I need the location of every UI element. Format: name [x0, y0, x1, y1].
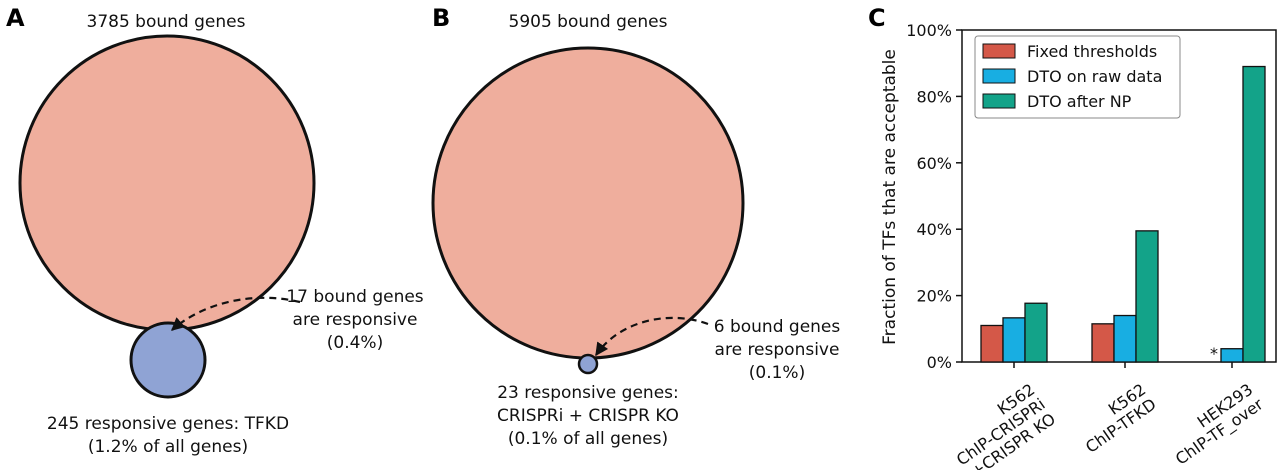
legend-label: Fixed thresholds [1027, 42, 1157, 61]
bar [1113, 314, 1137, 363]
panel-b-responsive-circle [577, 353, 599, 375]
legend-swatch [982, 68, 1016, 84]
bar-annotation: * [1210, 344, 1218, 363]
panel-b: B 5905 bound genes 6 bound genes are res… [431, 4, 841, 449]
bar [1220, 348, 1244, 363]
y-tick-label: 20% [916, 287, 952, 306]
bar [1024, 302, 1048, 363]
y-axis: 0% 20% 40% 60% 80% 100% [906, 21, 962, 372]
bar [1135, 230, 1159, 363]
panel-a-bound-circle [18, 34, 316, 332]
panel-b-arrow [595, 316, 709, 357]
panel-b-responsive-line-1: 23 responsive genes: [497, 383, 679, 403]
bar [1242, 65, 1266, 363]
bar [1091, 323, 1115, 363]
bar [980, 324, 1004, 363]
panel-a-arrow [171, 296, 301, 331]
panel-a: A 3785 bound genes 17 bound genes are re… [6, 4, 424, 457]
panel-b-responsive-line-3: (0.1% of all genes) [508, 429, 668, 449]
y-tick-label: 40% [916, 220, 952, 239]
panel-b-overlap-line-3: (0.1%) [749, 363, 805, 383]
bars: * [980, 65, 1266, 363]
legend-swatch [982, 93, 1016, 109]
panel-a-overlap-line-1: 17 bound genes [286, 287, 423, 307]
panel-b-responsive-line-2: CRISPRi + CRISPR KO [497, 406, 679, 426]
panel-a-responsive-line-1: 245 responsive genes: TFKD [47, 414, 289, 434]
panel-c-letter: C [868, 4, 886, 32]
panel-b-bound-label: 5905 bound genes [509, 12, 668, 32]
legend-box [974, 35, 1181, 119]
panel-b-letter: B [432, 4, 450, 32]
y-tick-label: 60% [916, 154, 952, 173]
bar [1002, 317, 1026, 363]
panel-a-responsive-line-2: (1.2% of all genes) [88, 437, 248, 457]
panel-a-bound-label: 3785 bound genes [87, 12, 246, 32]
panel-b-bound-circle [431, 46, 745, 360]
y-tick-label: 0% [927, 353, 952, 372]
panel-a-letter: A [6, 4, 25, 32]
y-tick-label: 100% [906, 21, 952, 40]
legend-swatch [982, 43, 1016, 59]
y-tick-label: 80% [916, 87, 952, 106]
y-axis-label: Fraction of TFs that are acceptable [880, 49, 900, 345]
panel-b-overlap-line-1: 6 bound genes [714, 317, 841, 337]
panel-a-responsive-circle [129, 321, 207, 399]
legend-label: DTO after NP [1027, 92, 1132, 111]
panel-c: C Fraction of TFs that are acceptable 0%… [868, 4, 1277, 470]
panel-b-overlap-line-2: are responsive [715, 340, 840, 360]
legend-label: DTO on raw data [1027, 67, 1162, 86]
panel-a-overlap-line-2: are responsive [293, 310, 418, 330]
panel-a-overlap-line-3: (0.4%) [327, 333, 383, 353]
